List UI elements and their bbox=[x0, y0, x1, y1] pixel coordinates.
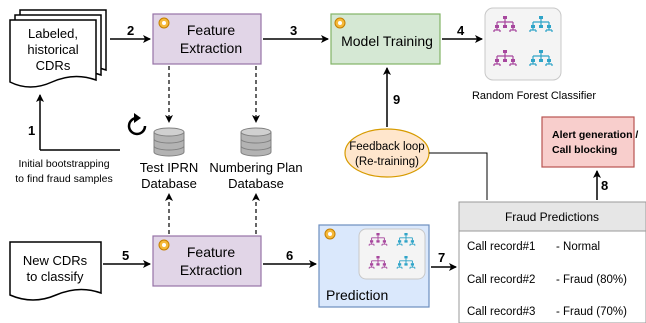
edge-label-9: 9 bbox=[393, 92, 400, 107]
feature-extraction-top-line1: Feature bbox=[187, 22, 235, 38]
edge-label-5: 5 bbox=[122, 248, 129, 263]
edge-label-6: 6 bbox=[286, 248, 293, 263]
feature-extraction-top-node: Feature Extraction bbox=[152, 13, 262, 65]
edge-label-3: 3 bbox=[290, 23, 297, 38]
new-cdrs-line2: to classify bbox=[26, 269, 84, 284]
model-training-label: Model Training bbox=[341, 33, 433, 49]
test-iprn-line2: Database bbox=[141, 176, 197, 191]
row-result: - Normal bbox=[556, 241, 600, 253]
fraud-predictions-title: Fraud Predictions bbox=[505, 210, 599, 224]
edge-label-8: 8 bbox=[601, 178, 608, 193]
database-icon bbox=[240, 127, 272, 157]
row-record: Call record#1 bbox=[467, 241, 535, 253]
bootstrapping-note: Initial bootstrapping to find fraud samp… bbox=[15, 113, 147, 185]
database-icon bbox=[153, 127, 185, 157]
test-iprn-line1: Test IPRN bbox=[140, 160, 199, 175]
table-row: Call record#2 - Fraud (80%) bbox=[467, 274, 627, 286]
numbering-plan-line2: Database bbox=[228, 176, 284, 191]
labeled-cdrs-line3: CDRs bbox=[36, 58, 71, 73]
gear-icon bbox=[158, 239, 170, 251]
row-result: - Fraud (70%) bbox=[556, 306, 627, 318]
row-result: - Fraud (80%) bbox=[556, 274, 627, 286]
feedback-connector bbox=[429, 152, 488, 200]
edge-label-7: 7 bbox=[438, 250, 445, 265]
bootstrapping-line1: Initial bootstrapping bbox=[18, 158, 109, 170]
table-row: Call record#1 - Normal bbox=[467, 241, 600, 253]
alert-line1: Alert generation / bbox=[552, 129, 638, 141]
fraud-predictions-table: Fraud Predictions Call record#1 - Normal… bbox=[458, 201, 646, 323]
feature-extraction-top-line2: Extraction bbox=[180, 40, 242, 56]
bootstrapping-line2: to find fraud samples bbox=[15, 173, 112, 185]
feature-extraction-bottom-node: Feature Extraction bbox=[152, 235, 262, 287]
feature-extraction-bottom-line1: Feature bbox=[187, 244, 235, 260]
labeled-cdrs-node: Labeled, historical CDRs bbox=[9, 9, 107, 88]
feedback-loop-node: Feedback loop (Re-training) bbox=[344, 128, 430, 178]
table-row: Call record#3 - Fraud (70%) bbox=[467, 306, 627, 318]
labeled-cdrs-line1: Labeled, bbox=[28, 26, 78, 41]
feedback-line1: Feedback loop bbox=[349, 141, 424, 153]
numbering-plan-database-node: Numbering Plan Database bbox=[209, 127, 303, 191]
row-record: Call record#3 bbox=[467, 306, 535, 318]
feedback-line2: (Re-training) bbox=[355, 156, 419, 168]
refresh-icon bbox=[127, 113, 147, 136]
classifier-label: Random Forest Classifier bbox=[472, 90, 596, 102]
edge-label-4: 4 bbox=[457, 23, 465, 38]
gear-icon bbox=[324, 228, 336, 240]
labeled-cdrs-line2: historical bbox=[27, 42, 78, 57]
prediction-node: Prediction bbox=[318, 224, 430, 308]
new-cdrs-node: New CDRs to classify bbox=[9, 241, 102, 301]
feature-extraction-bottom-line2: Extraction bbox=[180, 262, 242, 278]
new-cdrs-line1: New CDRs bbox=[23, 253, 88, 268]
prediction-label: Prediction bbox=[326, 287, 388, 303]
edges bbox=[36, 35, 601, 271]
gear-icon bbox=[334, 17, 346, 29]
alert-line2: Call blocking bbox=[552, 144, 617, 156]
random-forest-classifier-node: Random Forest Classifier bbox=[472, 7, 596, 102]
model-training-node: Model Training bbox=[330, 13, 441, 65]
test-iprn-database-node: Test IPRN Database bbox=[140, 127, 199, 191]
edge-label-2: 2 bbox=[127, 23, 134, 38]
edge-label-1: 1 bbox=[28, 123, 35, 138]
numbering-plan-line1: Numbering Plan bbox=[209, 160, 302, 175]
gear-icon bbox=[158, 17, 170, 29]
row-record: Call record#2 bbox=[467, 274, 535, 286]
alert-generation-node: Alert generation / Call blocking bbox=[541, 116, 638, 168]
